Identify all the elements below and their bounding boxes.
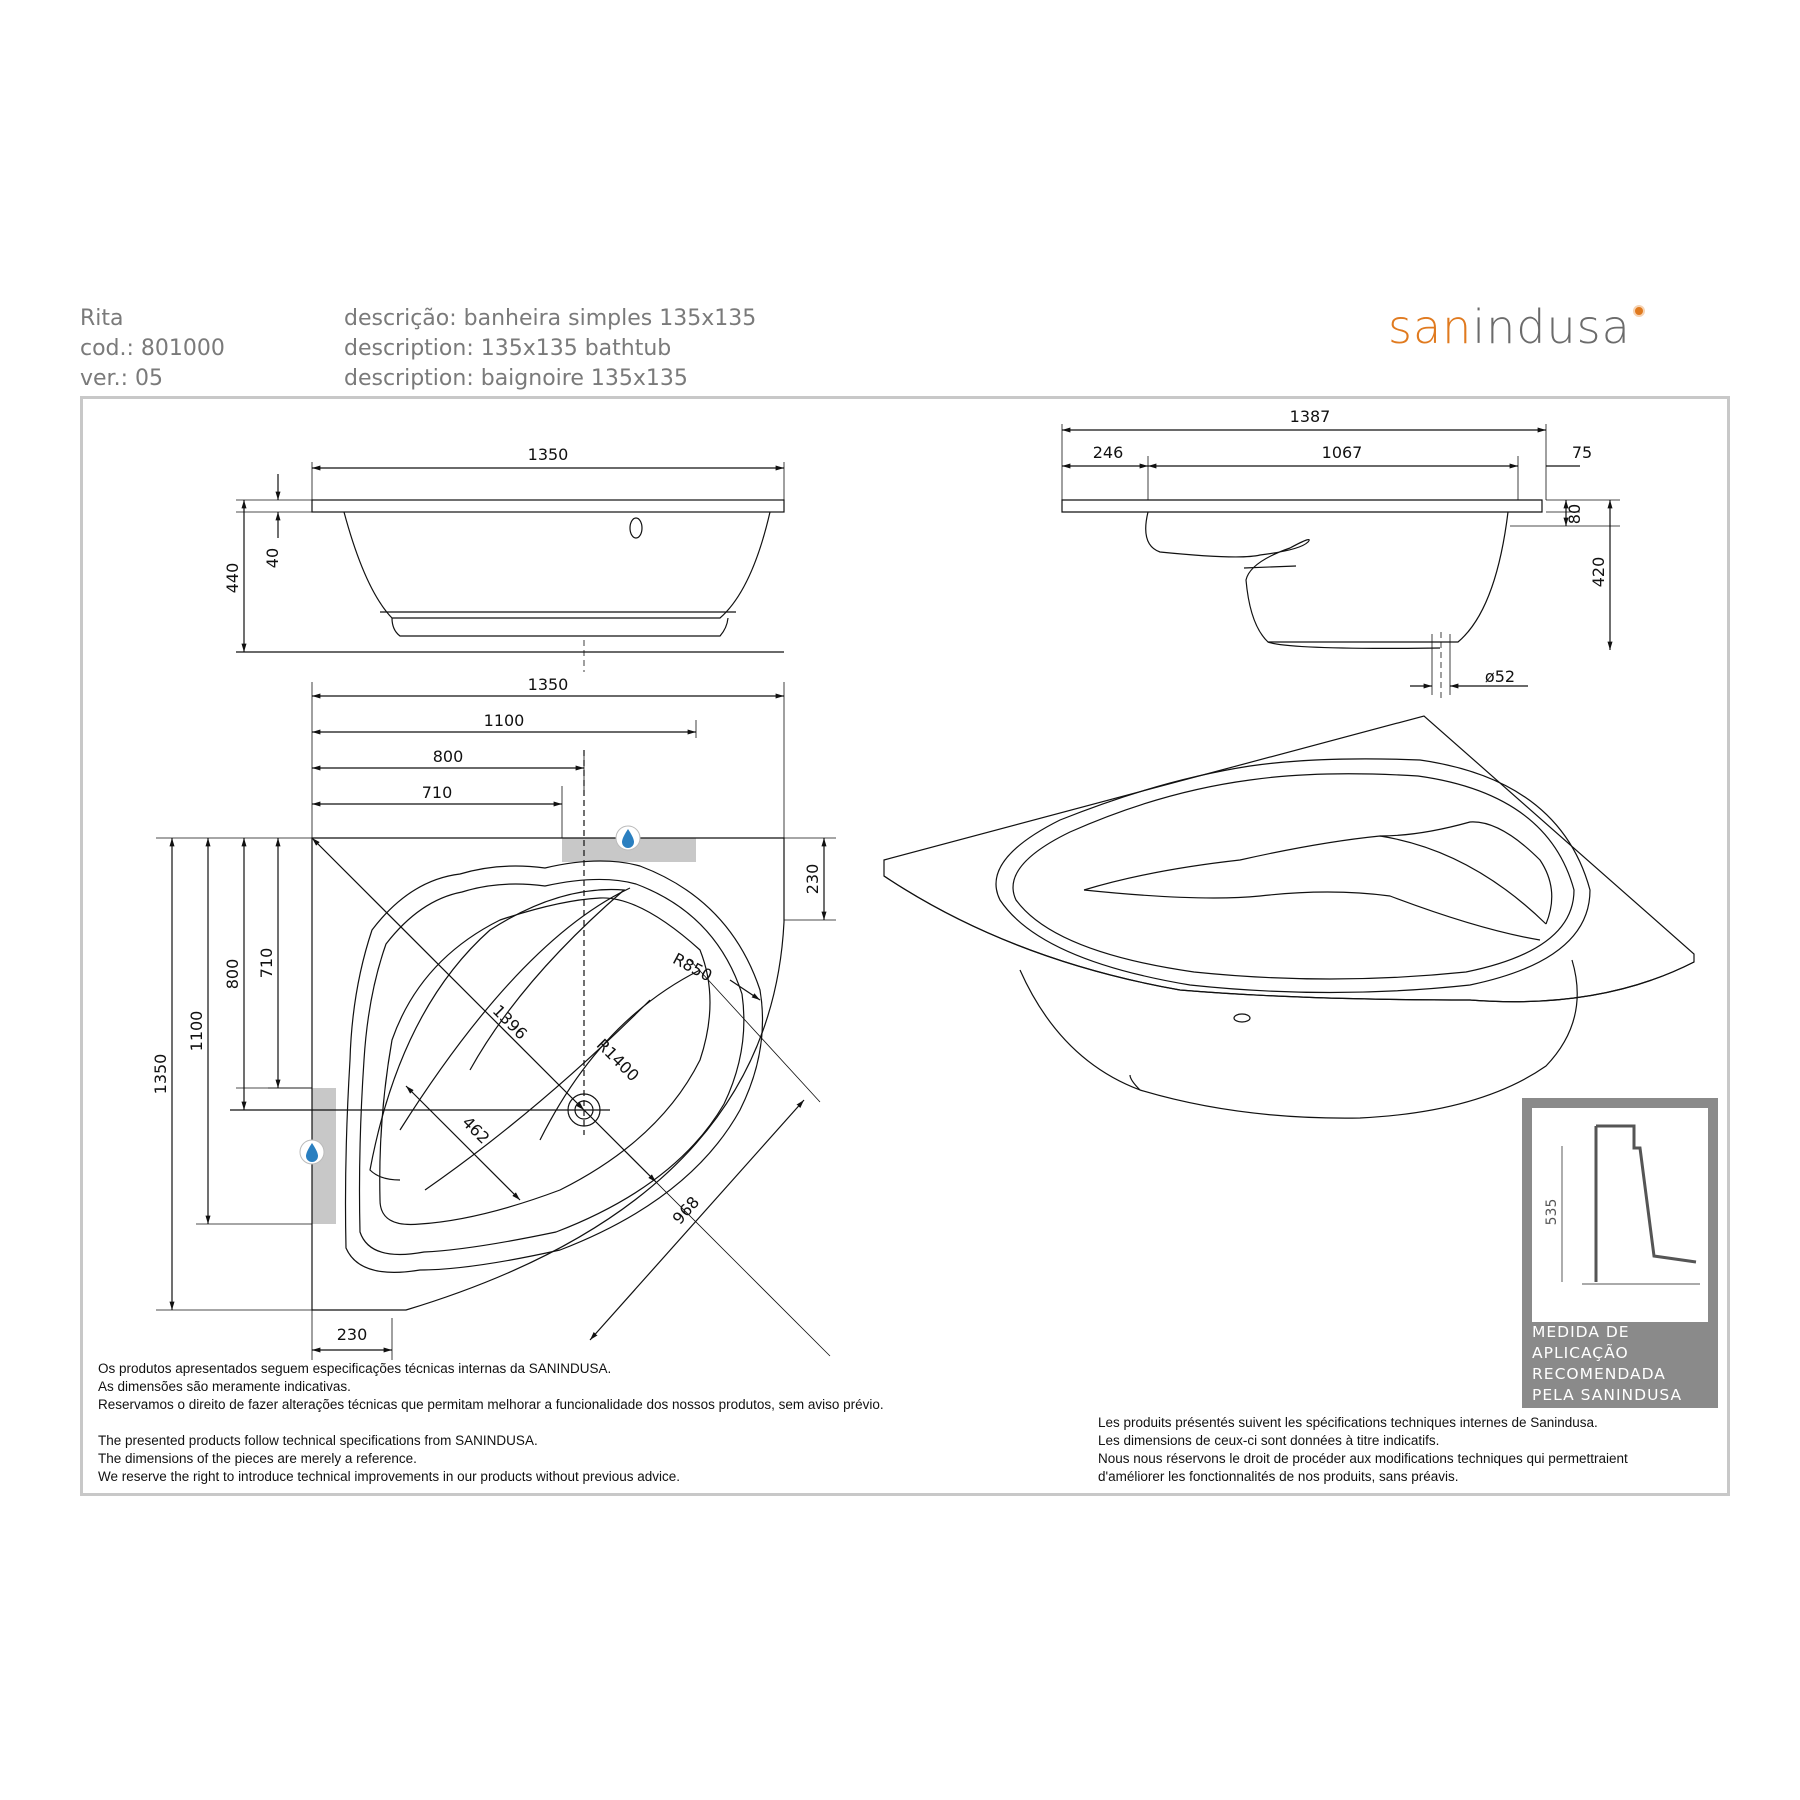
logo-san: san bbox=[1388, 300, 1473, 354]
note-fr-line: d'améliorer les fonctionnalités de nos p… bbox=[1098, 1469, 1459, 1484]
badge-line: MEDIDA DE bbox=[1532, 1323, 1630, 1341]
badge-diagram-area bbox=[1532, 1108, 1708, 1322]
description-pt: descrição: banheira simples 135x135 bbox=[344, 306, 757, 331]
notes-english: The presented products follow technical … bbox=[98, 1432, 680, 1486]
dim-plan-width-710: 710 bbox=[422, 783, 453, 802]
note-fr-line: Nous nous réservons le droit de procéder… bbox=[1098, 1451, 1628, 1466]
dim-front-height: 440 bbox=[223, 563, 242, 594]
dim-radius-850: R850 bbox=[670, 949, 716, 985]
plan-view bbox=[156, 682, 836, 1360]
note-fr-line: Les produits présentés suivent les spéci… bbox=[1098, 1415, 1598, 1430]
dim-side-rim: 80 bbox=[1565, 504, 1584, 524]
note-fr-line: Les dimensions de ceux-ci sont données à… bbox=[1098, 1433, 1440, 1448]
perspective-view bbox=[883, 715, 1695, 1119]
drawing-frame bbox=[80, 396, 1730, 1496]
recommended-measure-badge: MEDIDA DE APLICAÇÃO RECOMENDADA PELA SAN… bbox=[1522, 1098, 1718, 1408]
note-pt-line: Os produtos apresentados seguem especifi… bbox=[98, 1361, 612, 1376]
dim-side-right: 75 bbox=[1572, 443, 1592, 462]
badge-caption: MEDIDA DE APLICAÇÃO RECOMENDADA PELA SAN… bbox=[1532, 1322, 1712, 1406]
dim-diagonal-1396: 1396 bbox=[489, 1001, 531, 1043]
dim-plan-top-230: 230 bbox=[803, 864, 822, 895]
dim-side-left: 246 bbox=[1093, 443, 1124, 462]
product-version: ver.: 05 bbox=[80, 366, 163, 391]
description-en: description: 135x135 bathtub bbox=[344, 336, 672, 361]
dim-front-width: 1350 bbox=[528, 445, 569, 464]
dim-plan-bottom-230: 230 bbox=[337, 1325, 368, 1344]
sanindusa-logo: sanindusa bbox=[1388, 300, 1645, 354]
badge-line: APLICAÇÃO bbox=[1532, 1344, 1629, 1362]
dim-side-mid: 1067 bbox=[1322, 443, 1363, 462]
water-drop-icon bbox=[299, 1139, 325, 1165]
dim-plan-width-1100: 1100 bbox=[484, 711, 525, 730]
product-name: Rita bbox=[80, 306, 124, 331]
notes-portuguese: Os produtos apresentados seguem especifi… bbox=[98, 1360, 884, 1414]
dim-length-462: 462 bbox=[458, 1113, 493, 1148]
dim-plan-height-total: 1350 bbox=[151, 1054, 170, 1095]
note-en-line: The dimensions of the pieces are merely … bbox=[98, 1451, 417, 1466]
product-descriptions: descrição: banheira simples 135x135 desc… bbox=[344, 304, 756, 394]
dim-plan-height-710: 710 bbox=[257, 948, 276, 979]
note-pt-line: As dimensões são meramente indicativas. bbox=[98, 1379, 351, 1394]
dim-length-968: 968 bbox=[669, 1193, 704, 1228]
badge-line: RECOMENDADA bbox=[1532, 1365, 1666, 1383]
dim-plan-height-800: 800 bbox=[223, 959, 242, 990]
front-view bbox=[236, 462, 785, 672]
dim-plan-height-1100: 1100 bbox=[187, 1011, 206, 1052]
note-pt-line: Reservamos o direito de fazer alterações… bbox=[98, 1397, 884, 1412]
badge-line: PELA SANINDUSA bbox=[1532, 1386, 1683, 1404]
product-info: Rita cod.: 801000 ver.: 05 bbox=[80, 304, 225, 394]
description-fr: description: baignoire 135x135 bbox=[344, 366, 688, 391]
note-en-line: The presented products follow technical … bbox=[98, 1433, 538, 1448]
dim-drain: ø52 bbox=[1485, 667, 1515, 686]
dim-radius-1400: R1400 bbox=[593, 1035, 643, 1085]
logo-dot-icon bbox=[1632, 305, 1645, 317]
dim-plan-width-total: 1350 bbox=[528, 675, 569, 694]
side-view bbox=[1061, 424, 1620, 700]
dim-side-height: 420 bbox=[1589, 557, 1608, 588]
note-en-line: We reserve the right to introduce techni… bbox=[98, 1469, 681, 1484]
dim-plan-width-800: 800 bbox=[433, 747, 464, 766]
product-code: cod.: 801000 bbox=[80, 336, 225, 361]
water-drop-icon bbox=[615, 825, 641, 851]
notes-french: Les produits présentés suivent les spéci… bbox=[1098, 1414, 1628, 1486]
logo-indusa: indusa bbox=[1472, 300, 1631, 354]
dim-side-total: 1387 bbox=[1290, 407, 1331, 426]
dim-front-rim: 40 bbox=[263, 548, 282, 568]
